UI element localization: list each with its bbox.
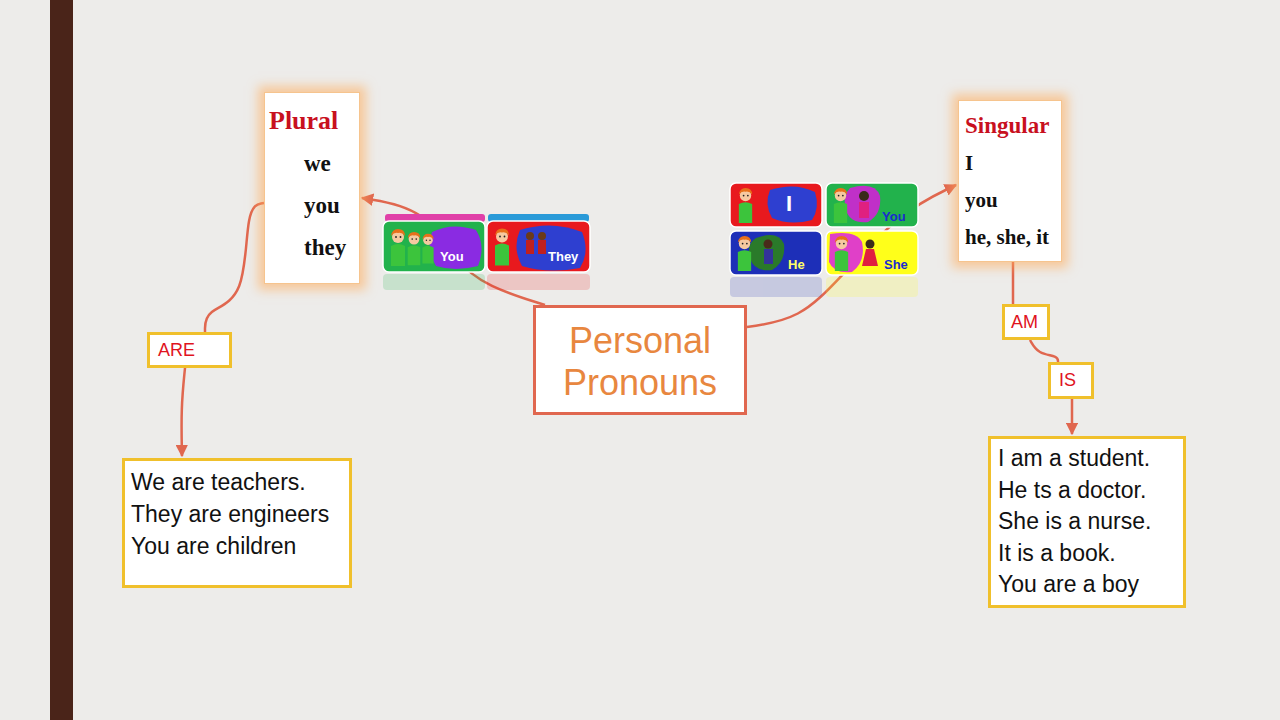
- verb-box: AM: [1002, 304, 1050, 340]
- example-box: We are teachers.They are engineersYou ar…: [122, 458, 352, 588]
- box-text: You are a boy: [998, 569, 1176, 601]
- connector-arrow: [182, 368, 185, 456]
- card-label: You: [440, 250, 464, 263]
- box-text: he, she, it: [965, 219, 1055, 256]
- card-reflection: [730, 277, 918, 297]
- box-text: they: [269, 227, 351, 269]
- box-text: AM: [1011, 312, 1041, 332]
- box-text: It is a book.: [998, 538, 1176, 570]
- pronoun-card: [826, 231, 918, 275]
- box-text: we: [269, 143, 351, 185]
- box-text: They are engineers: [131, 498, 343, 530]
- example-box: I am a student.He ts a doctor.She is a n…: [988, 436, 1186, 608]
- box-text: you: [965, 182, 1055, 219]
- plural-box: Pluralweyouthey: [264, 92, 360, 284]
- box-text: IS: [1059, 370, 1083, 391]
- card-label: You: [882, 210, 906, 223]
- box-text: I am a student.: [998, 443, 1176, 475]
- box-text: you: [269, 185, 351, 227]
- pronoun-card: [383, 221, 485, 272]
- box-text: Personal Pronouns: [540, 320, 740, 404]
- pronoun-card: [730, 231, 822, 275]
- card-reflection: [383, 274, 590, 290]
- connector-arrow: [1071, 399, 1074, 434]
- pronoun-card: [826, 183, 918, 227]
- box-heading: Singular: [965, 107, 1055, 145]
- pronoun-card: [730, 183, 822, 227]
- box-heading: Plural: [269, 99, 351, 143]
- verb-box: ARE: [147, 332, 232, 368]
- box-text: We are teachers.: [131, 466, 343, 498]
- card-label: They: [548, 250, 578, 263]
- card-label: I: [786, 193, 792, 215]
- box-text: She is a nurse.: [998, 506, 1176, 538]
- connector-arrow: [747, 185, 956, 327]
- box-text: He ts a doctor.: [998, 475, 1176, 507]
- topic-box: Personal Pronouns: [533, 305, 747, 415]
- verb-box: IS: [1048, 362, 1094, 399]
- card-label: He: [788, 258, 805, 271]
- singular-box: SingularIyouhe, she, it: [958, 100, 1062, 262]
- side-bar: [50, 0, 73, 720]
- pronoun-card: [487, 221, 590, 272]
- connector-arrow: [1030, 340, 1058, 362]
- box-text: You are children: [131, 530, 343, 562]
- box-text: ARE: [158, 340, 221, 360]
- box-text: I: [965, 145, 1055, 182]
- connector-arrow: [205, 203, 264, 332]
- card-label: She: [884, 258, 908, 271]
- connector-arrow: [1012, 262, 1015, 304]
